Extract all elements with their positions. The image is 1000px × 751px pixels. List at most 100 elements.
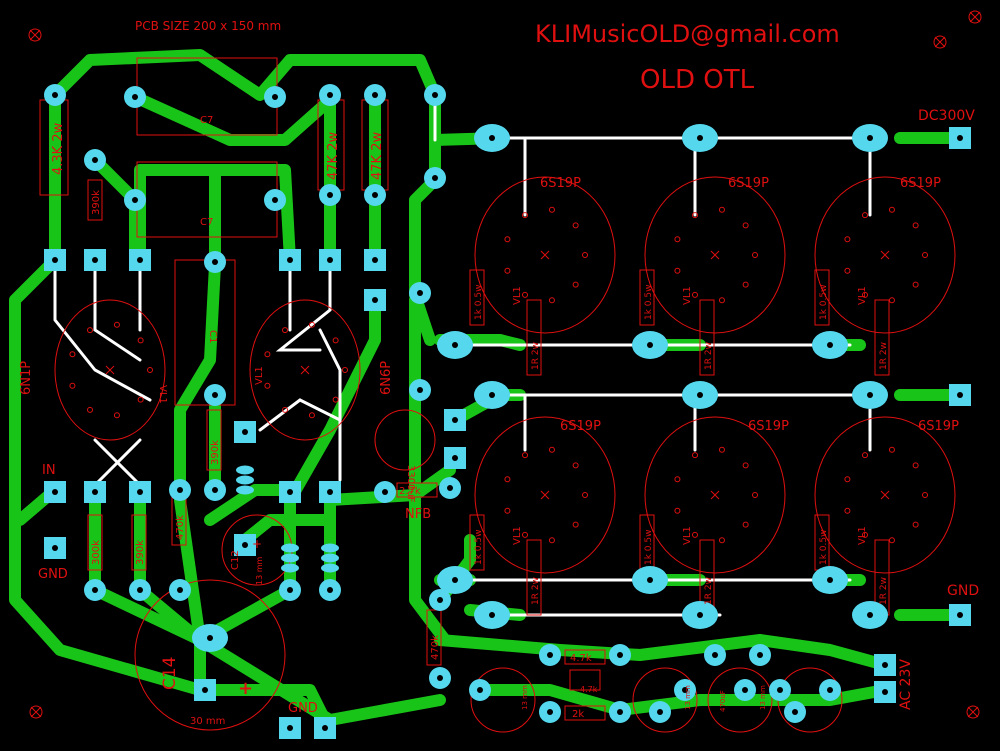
pad-hole: [372, 192, 378, 198]
socket-center-mark: [105, 365, 115, 375]
socket-pin: [113, 321, 120, 328]
pad-hole: [477, 687, 483, 693]
socket-pin: [888, 446, 895, 453]
socket-pin: [264, 382, 271, 389]
pad-hole: [867, 135, 873, 141]
ac-label: AC 23V: [898, 659, 914, 710]
cathode-resistor-5: 1R 2w: [704, 577, 714, 605]
socket-pin: [862, 212, 868, 219]
socket-pin: [548, 206, 555, 213]
tube-6n1p-label: 6N1P: [19, 361, 34, 395]
pad-hole: [372, 297, 378, 303]
pad-hole: [92, 489, 98, 495]
socket-pin: [69, 382, 76, 389]
socket-pin: [582, 252, 588, 258]
socket-pin: [912, 222, 919, 229]
socket-pin: [572, 281, 579, 288]
pad-hole: [417, 290, 423, 296]
gnd-right-label: GND: [947, 583, 979, 599]
socket-pin: [332, 337, 339, 344]
socket-pin: [674, 476, 681, 483]
pad-hole: [867, 392, 873, 398]
grid-resistor-3: 1k 0.5w: [819, 285, 829, 320]
cap-small-1: 13 mm: [521, 685, 529, 710]
pad-hole: [489, 135, 495, 141]
socket-pin: [674, 267, 681, 274]
socket-pin: [844, 267, 851, 274]
pad-hole: [792, 709, 798, 715]
socket-pin: [752, 492, 758, 498]
socket-pin: [308, 412, 315, 419]
socket-pin: [582, 492, 588, 498]
cap-c12-size: 13 mm: [255, 556, 264, 585]
pad-hole: [882, 689, 888, 695]
socket-pin: [862, 452, 868, 459]
socket-pin: [342, 367, 348, 373]
socket-pin: [87, 327, 93, 334]
pad-hole: [617, 652, 623, 658]
pad-hole: [432, 92, 438, 98]
in-label: IN: [42, 463, 56, 478]
socket-pin: [264, 351, 271, 358]
socket-pin: [742, 462, 749, 469]
socket-pin: [692, 291, 698, 298]
socket-pin: [692, 212, 698, 219]
grid-resistor-1: 1k 0.5w: [474, 285, 484, 320]
pad-hole: [132, 94, 138, 100]
tube-6n6p-label: 6N6P: [379, 361, 394, 395]
socket-center-mark: [540, 490, 550, 500]
socket-pin: [888, 537, 895, 544]
grid-resistor-4: 1k 0.5w: [474, 530, 484, 565]
socket-label-4: VL1: [682, 286, 693, 305]
socket-pin: [844, 236, 851, 243]
pad-hole: [92, 257, 98, 263]
cap-small-2: 13 mm: [684, 685, 692, 710]
pad-hole: [372, 257, 378, 263]
pad-hole: [452, 417, 458, 423]
copper-tracks: [9, 49, 966, 736]
socket-pin: [87, 406, 93, 413]
socket-pin: [548, 446, 555, 453]
socket-pin: [548, 537, 555, 544]
gnd-left-label: GND: [38, 567, 68, 582]
pad-hole: [327, 257, 333, 263]
socket-pin: [912, 462, 919, 469]
pad-hole: [287, 587, 293, 593]
socket-pin: [69, 351, 76, 358]
socket-pin: [113, 412, 120, 419]
resistor-470k-b: 470k: [430, 635, 441, 660]
cap-small-3: 13 mm: [759, 685, 767, 710]
transistor-pad: [281, 543, 299, 553]
socket-pin: [504, 476, 511, 483]
socket-pin: [522, 291, 528, 298]
resistor-47k-b: 47K 2w: [370, 132, 385, 180]
pad-hole: [92, 587, 98, 593]
pad-hole: [682, 687, 688, 693]
pad-hole: [882, 662, 888, 668]
socket-pin: [742, 222, 749, 229]
pads: [44, 84, 971, 739]
pad-hole: [52, 257, 58, 263]
pad-hole: [432, 175, 438, 181]
pad-hole: [287, 257, 293, 263]
cap-c1: C1: [207, 330, 218, 343]
socket-pin: [862, 531, 868, 538]
cathode-resistor-1: 1R 2w: [531, 342, 541, 370]
socket-pin: [282, 406, 288, 413]
transistor-pad: [321, 543, 339, 553]
cap-c7-b: C7: [200, 217, 213, 228]
gnd-bottom-label: GND: [288, 701, 318, 716]
mounting-holes: [28, 10, 982, 719]
silkscreen: [39, 57, 956, 733]
pad-hole: [827, 577, 833, 583]
tube-6s19p-2: 6S19P: [728, 176, 769, 191]
pad-hole: [647, 342, 653, 348]
pad-hole: [212, 487, 218, 493]
socket-pin: [912, 281, 919, 288]
socket-center-mark: [300, 365, 310, 375]
cathode-resistor-3: 1R 2w: [879, 342, 889, 370]
cathode-resistor-4: 1R 2w: [531, 577, 541, 605]
resistor-4k7b: 4.7k: [580, 685, 598, 694]
socket-pin: [572, 462, 579, 469]
